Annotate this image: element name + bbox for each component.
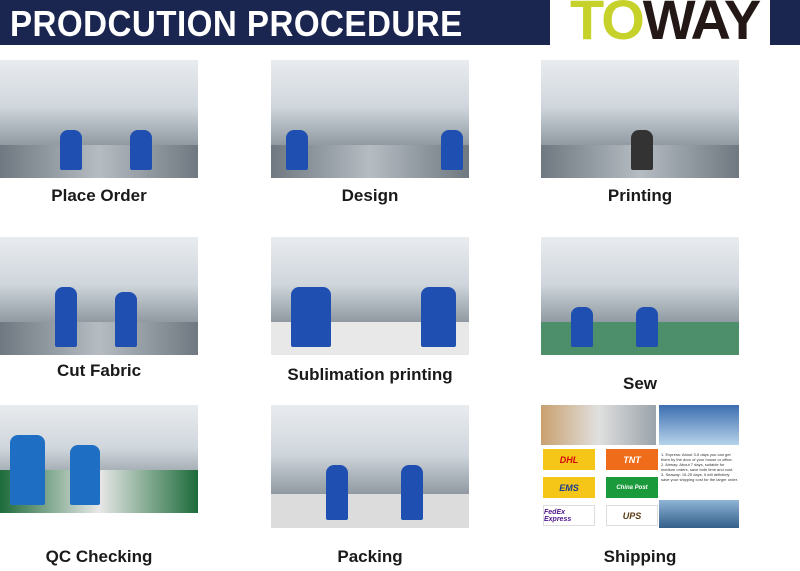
courier-image — [541, 405, 656, 445]
header-banner-right — [770, 0, 800, 45]
step-label: QC Checking — [45, 547, 153, 566]
ems-logo: EMS — [543, 477, 595, 498]
dhl-logo: DHL — [543, 449, 595, 470]
page-title: PRODCUTION PROCEDURE — [10, 3, 463, 44]
shipping-note: 2. Airway: About 7 days, suitable for me… — [661, 462, 734, 472]
airplane-image — [659, 405, 739, 445]
cargo-ship-image — [659, 500, 739, 528]
step-label: Sublimation printing — [287, 365, 453, 384]
photo-qc-checking — [0, 405, 198, 513]
photo-design — [271, 60, 469, 178]
shipping-note: 1. Express: About 3-5 days you can get t… — [661, 452, 733, 462]
step-label: Cut Fabric — [56, 361, 142, 380]
step-label: Packing — [337, 547, 403, 566]
photo-sublimation — [271, 237, 469, 355]
step-label: Place Order — [51, 186, 147, 205]
step-label: Shipping — [603, 547, 677, 566]
step-label: Sew — [622, 374, 658, 393]
header-banner: PRODCUTION PROCEDURE — [0, 0, 550, 45]
photo-cut-fabric — [0, 237, 198, 355]
step-label: Printing — [607, 186, 673, 205]
shipping-note: 3. Seaway: 15-25 days, it will definitel… — [661, 472, 738, 482]
ups-logo: UPS — [606, 505, 658, 526]
photo-printing — [541, 60, 739, 178]
china-post-logo: China Post — [606, 477, 658, 498]
toway-logo: TOWAY — [570, 0, 761, 51]
fedex-logo: FedEx Express — [543, 505, 595, 526]
step-label: Design — [341, 186, 399, 205]
photo-place-order — [0, 60, 198, 178]
tnt-logo: TNT — [606, 449, 658, 470]
shipping-notes: 1. Express: About 3-5 days you can get t… — [661, 452, 739, 482]
photo-sew — [541, 237, 739, 355]
photo-packing — [271, 405, 469, 528]
shipping-collage: DHL TNT EMS China Post FedEx Express UPS… — [541, 405, 739, 528]
